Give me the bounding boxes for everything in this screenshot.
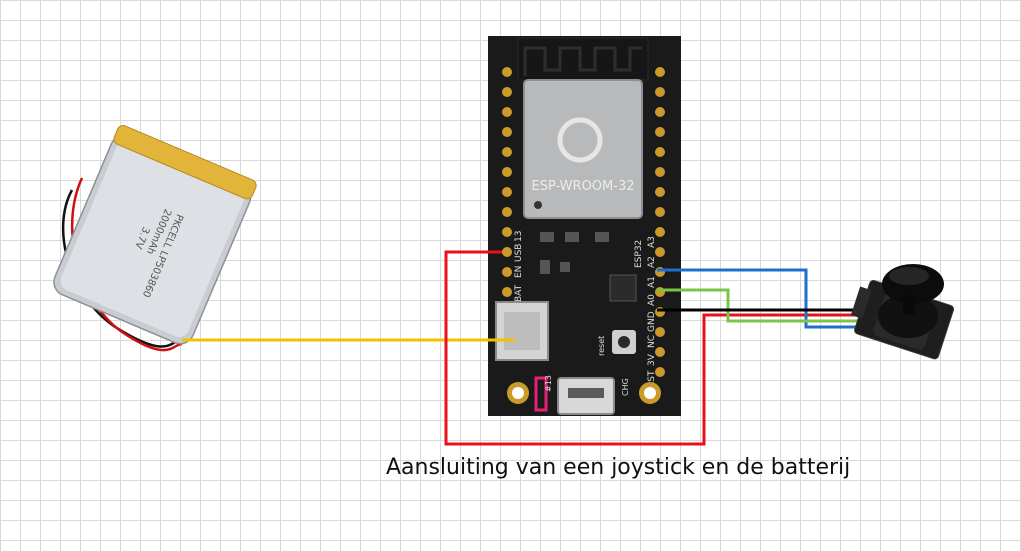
espressif-logo-icon xyxy=(557,117,603,163)
left-header xyxy=(502,67,512,297)
pin-label-13: 13 xyxy=(514,231,524,242)
diagram-caption: Aansluiting van een joystick en de batte… xyxy=(386,455,851,480)
battery-red-lead xyxy=(70,177,183,352)
reset-label: reset xyxy=(597,336,606,356)
joystick-module xyxy=(850,264,955,360)
pin-label-rst: RST xyxy=(647,370,657,388)
pin-label-a0: A0 xyxy=(647,294,657,306)
pin-label-usb: USB xyxy=(514,244,524,262)
joystick-header xyxy=(850,286,872,319)
pin13-led-marker xyxy=(534,376,548,412)
pin-label-3v: 3V xyxy=(647,353,657,366)
pin-label-bat: BAT xyxy=(514,284,524,302)
lipo-battery: PKCELL LP503860 2000mAh 3.7V xyxy=(53,125,257,352)
esp-module xyxy=(523,79,643,219)
joystick-base xyxy=(878,294,938,338)
pin-label-a2: A2 xyxy=(647,256,657,268)
chg-label: CHG xyxy=(621,378,630,396)
pin-label-a1: A1 xyxy=(647,276,657,288)
power-wire xyxy=(444,250,858,446)
pin-label-a3: A3 xyxy=(647,236,657,248)
wires xyxy=(182,250,860,446)
signal-wire-a1 xyxy=(657,268,860,329)
pin13-label: #13 xyxy=(544,375,553,392)
module-label: ESP-WROOM-32 xyxy=(532,179,635,194)
chip-label: ESP32 xyxy=(634,240,644,268)
pin-label-en: EN xyxy=(514,266,524,278)
battery-body: PKCELL LP503860 2000mAh 3.7V xyxy=(53,125,257,345)
feather-esp32-board: ESP-WROOM-32 BAT EN USB 13 A3 A2 xyxy=(488,36,681,416)
usb-chip xyxy=(609,274,637,302)
pin-label-gnd: GND xyxy=(647,311,657,332)
pin-label-nc: NC xyxy=(647,335,657,348)
signal-wire-a0 xyxy=(657,288,860,323)
